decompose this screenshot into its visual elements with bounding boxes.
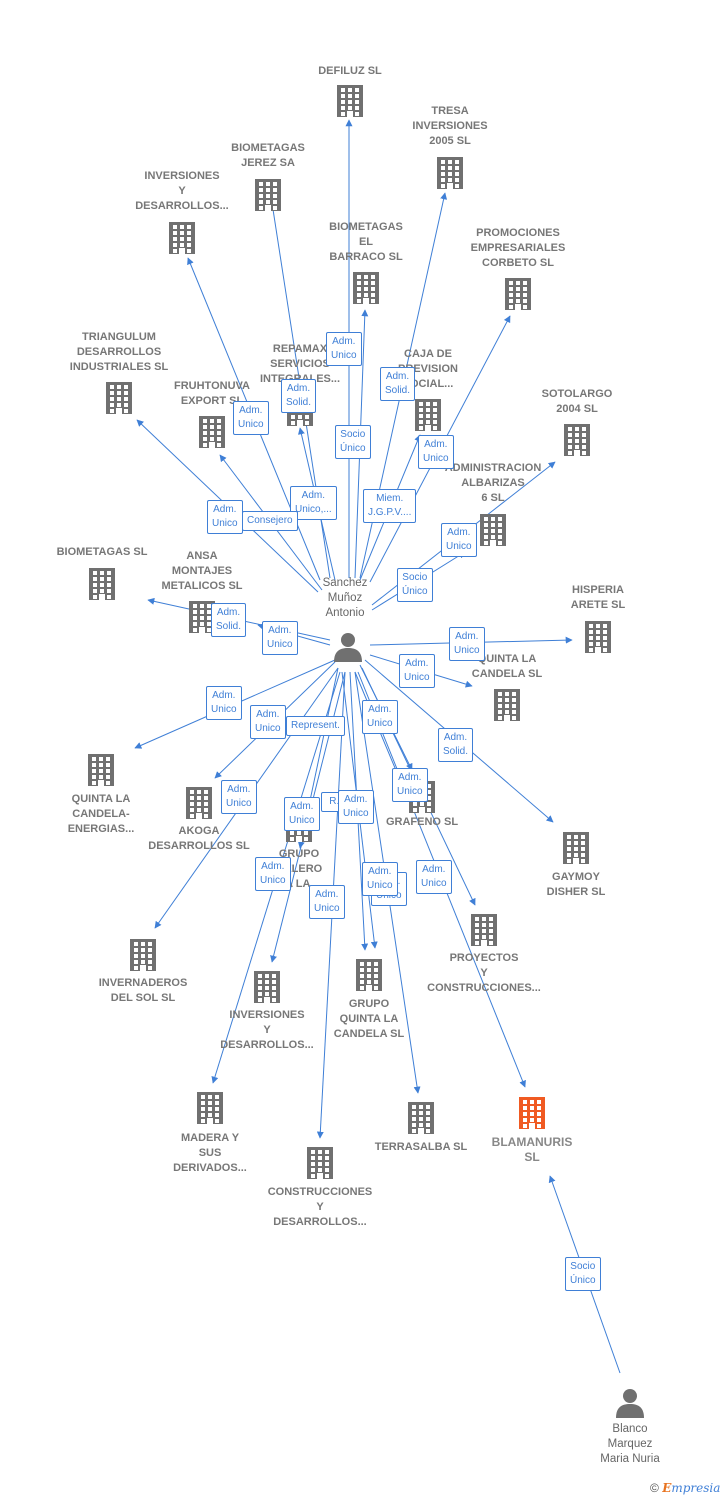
company-label: CONSTRUCCIONES Y DESARROLLOS... [267, 1186, 373, 1228]
company-label: AKOGA DESARROLLOS SL [148, 825, 250, 852]
relation-badge[interactable]: Socio Único [397, 568, 433, 602]
building-icon [252, 970, 282, 1004]
building-icon [561, 831, 591, 865]
company-label: DEFILUZ SL [318, 65, 382, 77]
building-icon [187, 600, 217, 634]
brand-logo: Empresia [662, 1481, 721, 1495]
relation-badge[interactable]: Adm. Unico [221, 780, 257, 814]
company-label: QUINTA LA CANDELA SL [471, 653, 543, 680]
relation-badge[interactable]: Adm. Solid. [380, 367, 416, 401]
building-icon [128, 938, 158, 972]
relation-badge[interactable]: Miem. J.G.P.V.... [363, 489, 417, 523]
relation-badge[interactable]: Adm. Unico [206, 686, 242, 720]
relation-badge[interactable]: Adm. Unico [449, 627, 485, 661]
company-label: ADMINISTRACION ALBARIZAS 6 SL [444, 462, 542, 504]
relation-badge[interactable]: Adm. Unico [399, 654, 435, 688]
company-label: BIOMETAGAS SL [56, 546, 148, 558]
relation-badge[interactable]: Represent. [286, 716, 345, 736]
building-icon [86, 753, 116, 787]
relation-badge[interactable]: Adm. Unico [362, 862, 398, 896]
company-label: REPAMAX SERVICIOS INTEGRALES... [260, 343, 340, 385]
building-icon [351, 271, 381, 305]
company-label: GRUPO QUINTA LA CANDELA SL [333, 998, 405, 1040]
building-icon [305, 1146, 335, 1180]
relation-badge[interactable]: Adm. Unico,... [290, 486, 337, 520]
relation-badge[interactable]: Adm. Unico [309, 885, 345, 919]
company-label: HISPERIA ARETE SL [570, 584, 626, 611]
building-icon [167, 221, 197, 255]
relation-badge[interactable]: Adm. Unico [418, 435, 454, 469]
building-icon [469, 913, 499, 947]
building-icon [406, 1101, 436, 1135]
building-icon [354, 958, 384, 992]
relation-badge[interactable]: Adm. Unico [362, 700, 398, 734]
relation-badge[interactable]: Adm. Unico [416, 860, 452, 894]
company-label: GRAFENO SL [385, 816, 459, 828]
relation-badge[interactable]: Adm. Unico [233, 401, 269, 435]
building-icon [335, 84, 365, 118]
person-label: Sanchez Muñoz Antonio [322, 577, 368, 619]
company-label: SOTOLARGO 2004 SL [541, 388, 613, 415]
building-icon [435, 156, 465, 190]
building-icon [104, 381, 134, 415]
person-icon [615, 1388, 645, 1418]
company-label: MADERA Y SUS DERIVADOS... [173, 1132, 247, 1174]
building-icon [184, 786, 214, 820]
company-label: PROMOCIONES EMPRESARIALES CORBETO SL [470, 227, 566, 269]
company-label: QUINTA LA CANDELA- ENERGIAS... [67, 793, 135, 835]
copyright-symbol: © [650, 1481, 659, 1495]
company-label: TRIANGULUM DESARROLLOS INDUSTRIALES SL [69, 331, 169, 373]
building-icon [87, 567, 117, 601]
relation-badge[interactable]: Adm. Unico [392, 768, 428, 802]
company-label: INVERSIONES Y DESARROLLOS... [135, 170, 229, 212]
relation-badge[interactable]: Socio Único [565, 1257, 601, 1291]
person-label: Blanco Marquez Maria Nuria [600, 1423, 660, 1465]
company-label: BIOMETAGAS JEREZ SA [231, 142, 305, 169]
relation-badge[interactable]: Socio Único [335, 425, 371, 459]
company-label: TERRASALBA SL [374, 1141, 468, 1153]
company-label: GAYMOY DISHER SL [546, 871, 606, 898]
person-icon [333, 632, 363, 662]
company-label: INVERSIONES Y DESARROLLOS... [220, 1009, 314, 1051]
relation-badge[interactable]: Consejero [242, 511, 298, 531]
building-icon [253, 178, 283, 212]
company-label: BIOMETAGAS EL BARRACO SL [329, 221, 403, 263]
relation-badge[interactable]: Adm. Unico [441, 523, 477, 557]
relation-badge[interactable]: Adm. Unico [338, 790, 374, 824]
company-label: BLAMANURIS SL [491, 1135, 573, 1164]
relation-badge[interactable]: Adm. Unico [326, 332, 362, 366]
footer-brand: © Empresia [650, 1481, 720, 1495]
building-icon [478, 513, 508, 547]
company-label: PROYECTOS Y CONSTRUCCIONES... [427, 952, 541, 994]
relation-badge[interactable]: Adm. Solid. [438, 728, 474, 762]
company-label: TRESA INVERSIONES 2005 SL [412, 105, 488, 147]
building-icon [197, 415, 227, 449]
relation-badge[interactable]: Adm. Unico [207, 500, 243, 534]
relation-badge[interactable]: Adm. Unico [250, 705, 286, 739]
company-label: ANSA MONTAJES METALICOS SL [161, 550, 243, 592]
relation-badge[interactable]: Adm. Unico [284, 797, 320, 831]
building-icon [583, 620, 613, 654]
building-icon [517, 1096, 547, 1130]
relation-badge[interactable]: Adm. Solid. [281, 379, 317, 413]
building-icon [562, 423, 592, 457]
building-icon [503, 277, 533, 311]
building-icon [492, 688, 522, 722]
building-icon [195, 1091, 225, 1125]
relation-badge[interactable]: Adm. Unico [262, 621, 298, 655]
company-label: INVERNADEROS DEL SOL SL [98, 977, 188, 1004]
building-icon [413, 398, 443, 432]
relation-badge[interactable]: Adm. Unico [255, 857, 291, 891]
relation-badge[interactable]: Adm. Solid. [211, 603, 247, 637]
